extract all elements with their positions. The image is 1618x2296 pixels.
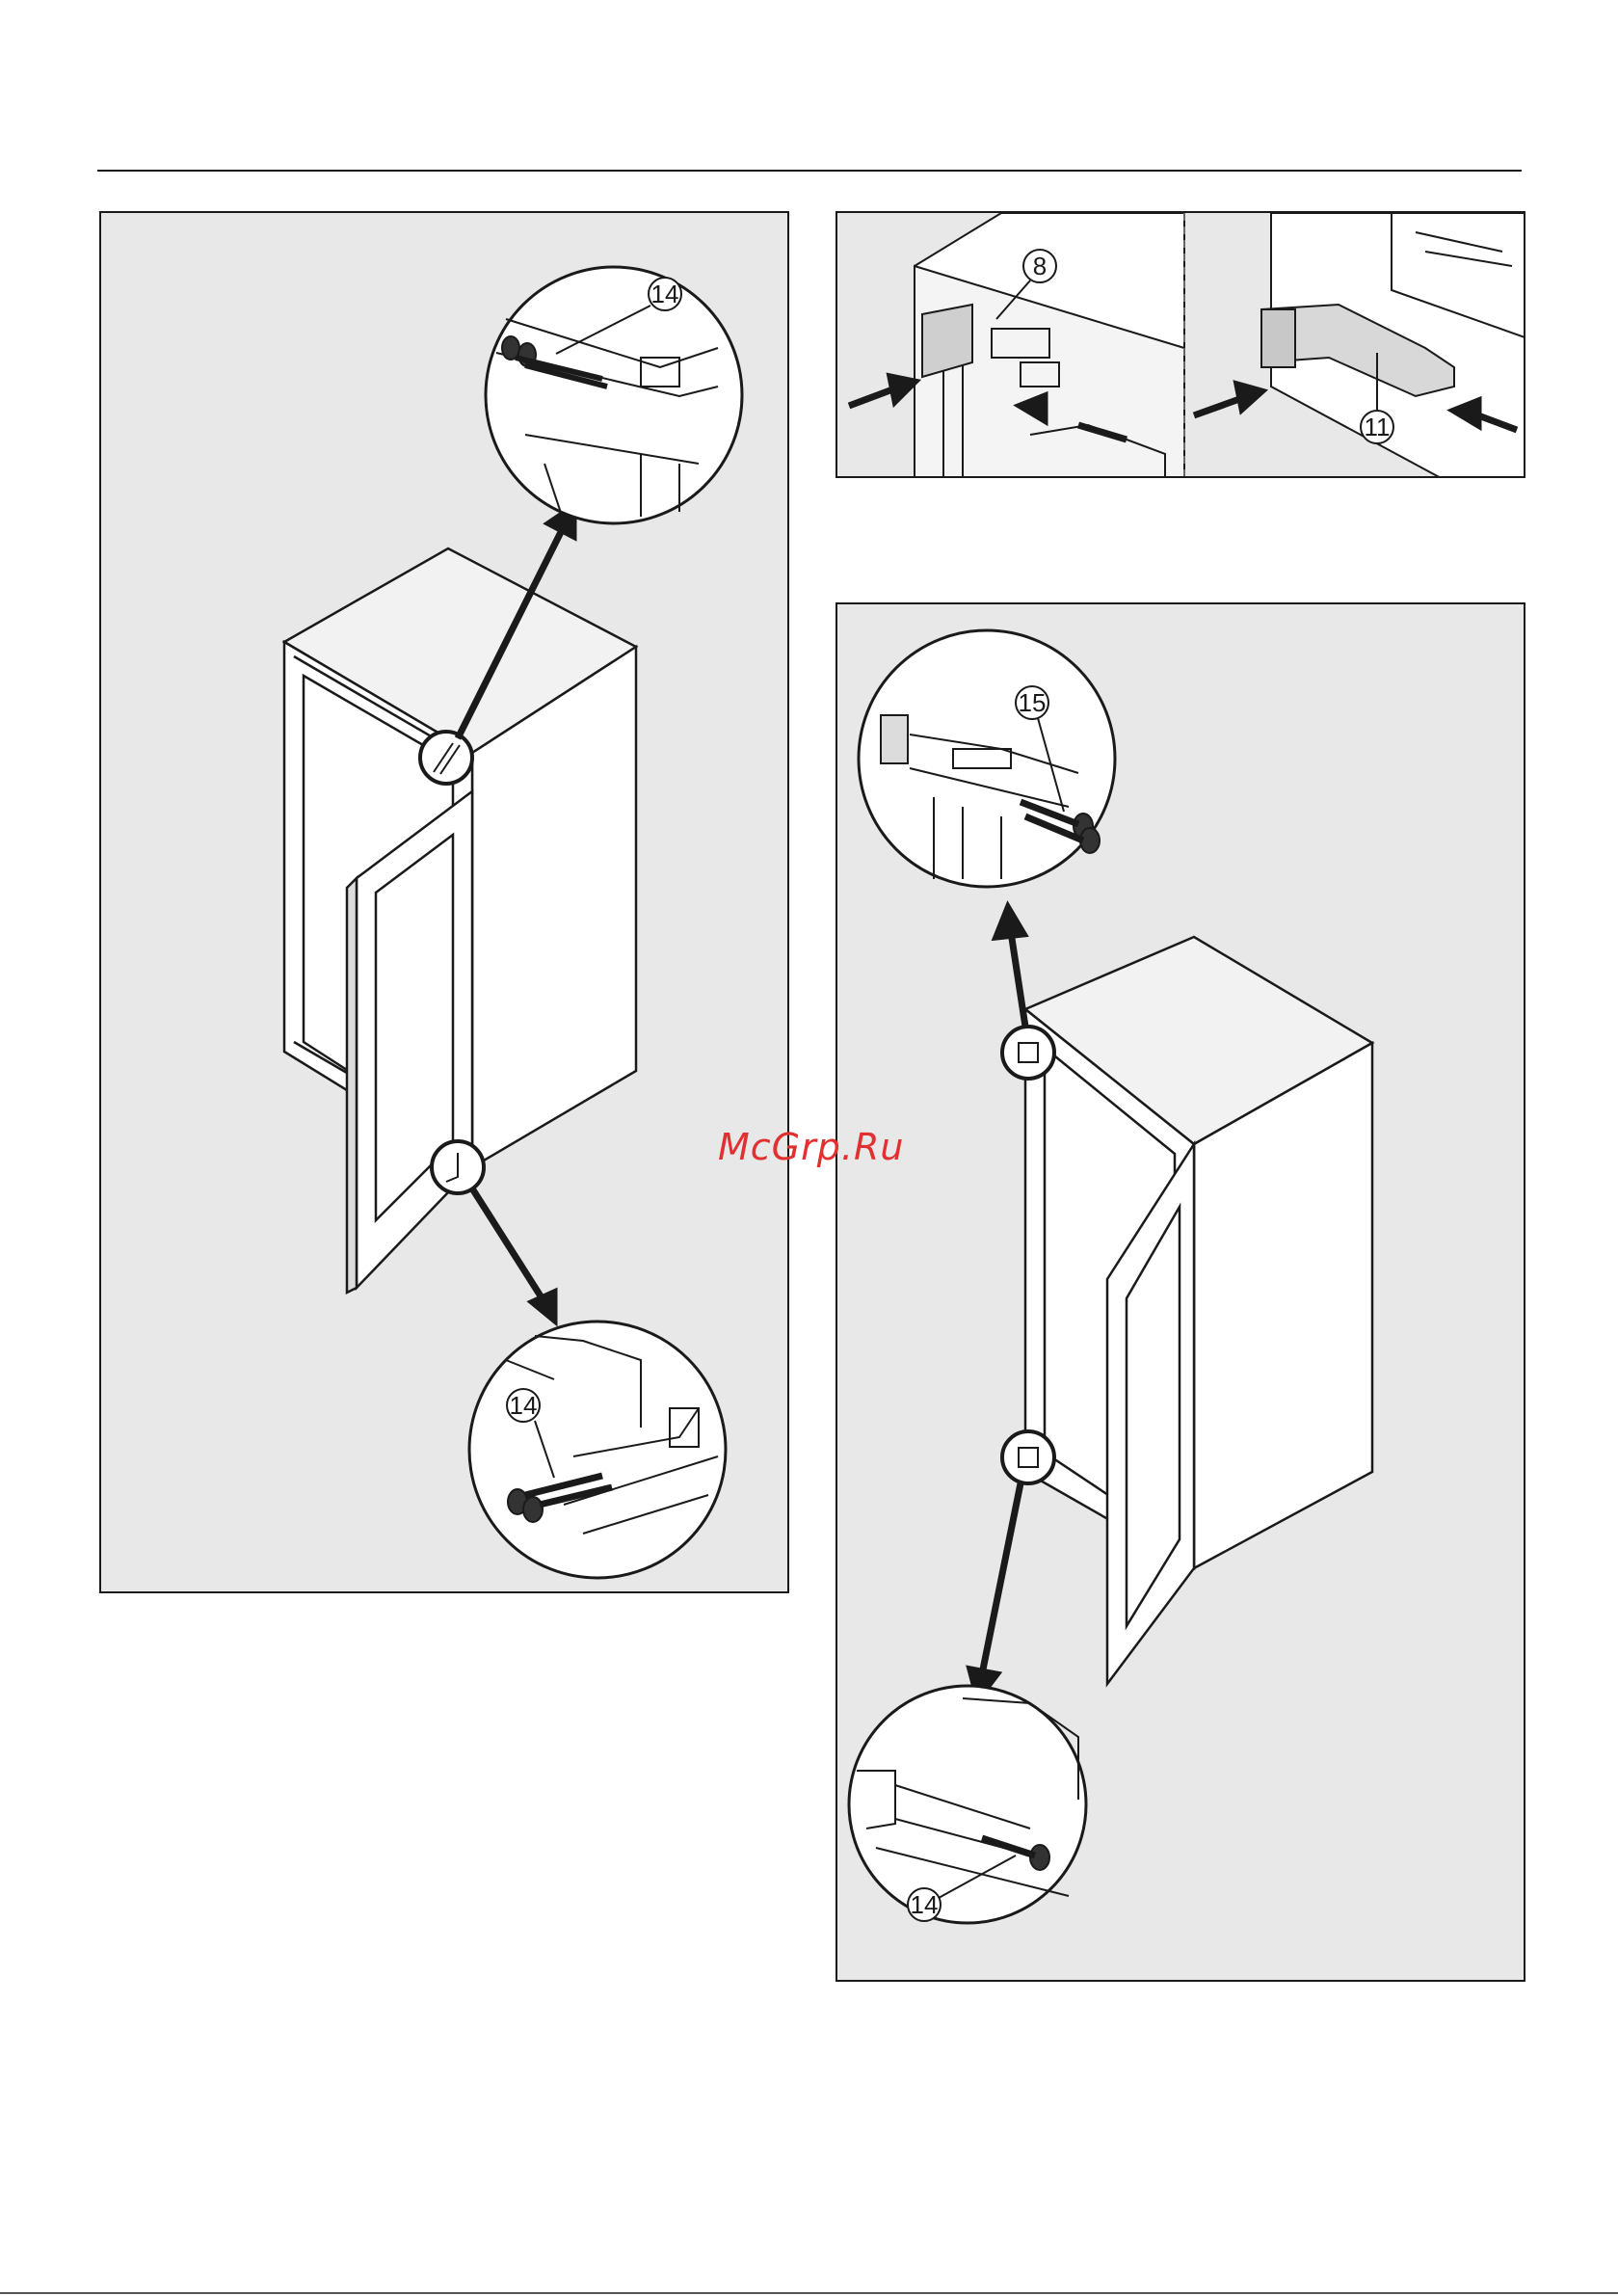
watermark-text: McGrp.Ru xyxy=(718,1126,904,1168)
footer-rule xyxy=(0,2292,1618,2294)
top-detail-circle: 14 xyxy=(486,267,742,523)
upper-hinge-marker xyxy=(420,732,472,784)
lower-fixing-marker xyxy=(1002,1431,1054,1483)
callout-number: 15 xyxy=(1019,688,1047,717)
callout-number: 11 xyxy=(1365,413,1391,441)
lower-hinge-marker xyxy=(432,1141,484,1193)
pointer-arrows xyxy=(970,908,1025,1698)
callout-number: 14 xyxy=(651,280,679,308)
left-illustration-panel: 14 14 xyxy=(99,211,789,1593)
top-right-illustration-panel: 8 11 xyxy=(836,211,1525,478)
top-detail-circle: 15 xyxy=(859,630,1115,887)
bottom-detail-circle: 14 xyxy=(849,1686,1086,1923)
appliance-door-hinge-illustration: 14 14 xyxy=(101,213,789,1593)
bottom-right-illustration-panel: 15 14 xyxy=(836,602,1525,1982)
callout-number: 14 xyxy=(911,1890,939,1919)
bottom-detail-circle: 14 xyxy=(469,1322,726,1578)
appliance-fixing-screws-illustration: 15 14 xyxy=(837,604,1525,1982)
clip-and-bracket-illustration: 8 11 xyxy=(837,213,1525,478)
callout-number: 8 xyxy=(1033,252,1047,280)
upper-fixing-marker xyxy=(1002,1027,1054,1079)
appliance-cabinet xyxy=(1025,937,1372,1568)
header-rule xyxy=(97,170,1522,172)
callout-number: 14 xyxy=(510,1391,538,1420)
